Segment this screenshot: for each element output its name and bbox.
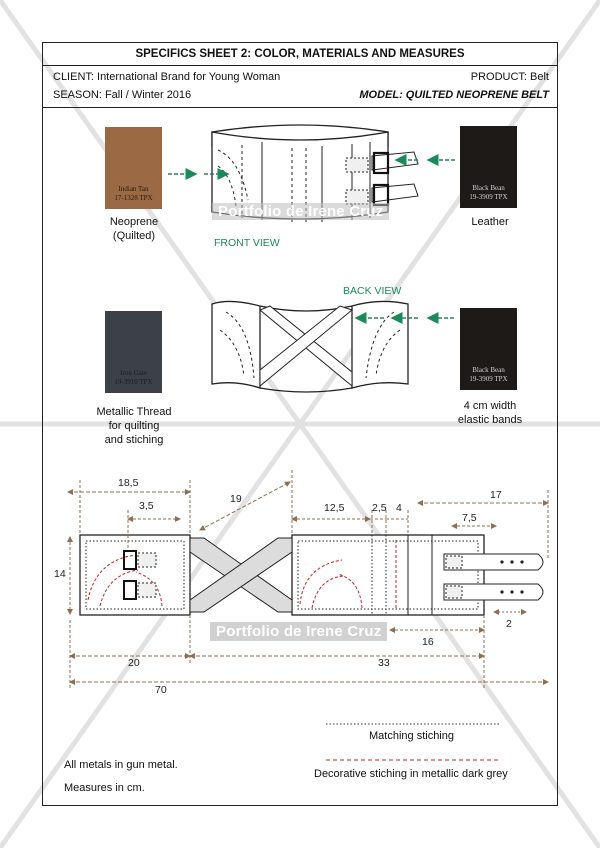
label-elastic: 4 cm width elastic bands [430,399,550,427]
dim-7-5: 7,5 [462,512,477,524]
swatch-code: 19-3909 TPX [469,375,508,383]
swatch-code: 17-1328 TPX [114,194,153,202]
label-line: elastic bands [457,414,523,426]
dim-70: 70 [155,684,167,696]
watermark-bottom: Portfolio de Irene Cruz [210,622,388,641]
dim-20: 20 [128,657,140,669]
swatch-name: Iron Gate [120,369,147,377]
label-line: Metallic Thread [96,406,172,418]
back-view-belt [211,300,409,393]
spec-sheet: SPECIFICS SHEET 2: COLOR, MATERIALS AND … [42,42,558,806]
sheet-title: SPECIFICS SHEET 2: COLOR, MATERIALS AND … [43,43,557,66]
dim-19: 19 [230,493,242,505]
label-thread: Metallic Thread for quilting and stiching [74,405,194,447]
watermark-top: Portfolio de Irene Cruz [212,203,390,220]
swatch-name: Black Bean [472,366,505,374]
dim-16: 16 [422,636,434,648]
header-info: CLIENT: International Brand for Young Wo… [43,65,557,108]
label-line: for quilting [108,420,160,432]
label-line: 4 cm width [463,400,517,412]
swatch-code: 19-3909 TPX [469,193,508,201]
label-neoprene: Neoprene (Quilted) [84,215,184,243]
client-text: CLIENT: International Brand for Young Wo… [53,71,281,83]
label-line: (Quilted) [112,230,156,242]
dim-2: 2 [506,618,512,630]
note-units: Measures in cm. [64,782,145,794]
product-text: PRODUCT: Belt [470,71,549,83]
legend-matching: Matching stiching [369,730,454,742]
dim-33: 33 [378,657,390,669]
dim-4: 4 [396,502,402,514]
back-view-label: BACK VIEW [343,285,402,297]
dim-14: 14 [54,568,66,580]
legend-decorative: Decorative stiching in metallic dark gre… [314,768,508,780]
note-metals: All metals in gun metal. [64,759,178,771]
front-view-label: FRONT VIEW [214,237,280,249]
swatch-name: Black Bean [472,184,505,192]
dim-18-5: 18,5 [118,477,139,489]
label-line: Neoprene [109,216,159,228]
model-text: MODEL: QUILTED NEOPRENE BELT [359,89,549,101]
label-leather: Leather [471,216,509,228]
dimension-lines [67,470,549,690]
swatch-code: 19-3910 TPX [114,378,153,386]
dim-17: 17 [490,489,502,501]
swatch-name: Indian Tan [118,185,149,193]
label-line: and stiching [104,434,164,446]
flat-belt-pattern [79,534,544,616]
dim-3-5: 3,5 [139,500,154,512]
front-view-belt [211,124,419,222]
dim-12-5: 12,5 [324,502,345,514]
season-text: SEASON: Fall / Winter 2016 [53,89,192,101]
dim-2-5: 2,5 [372,502,387,514]
